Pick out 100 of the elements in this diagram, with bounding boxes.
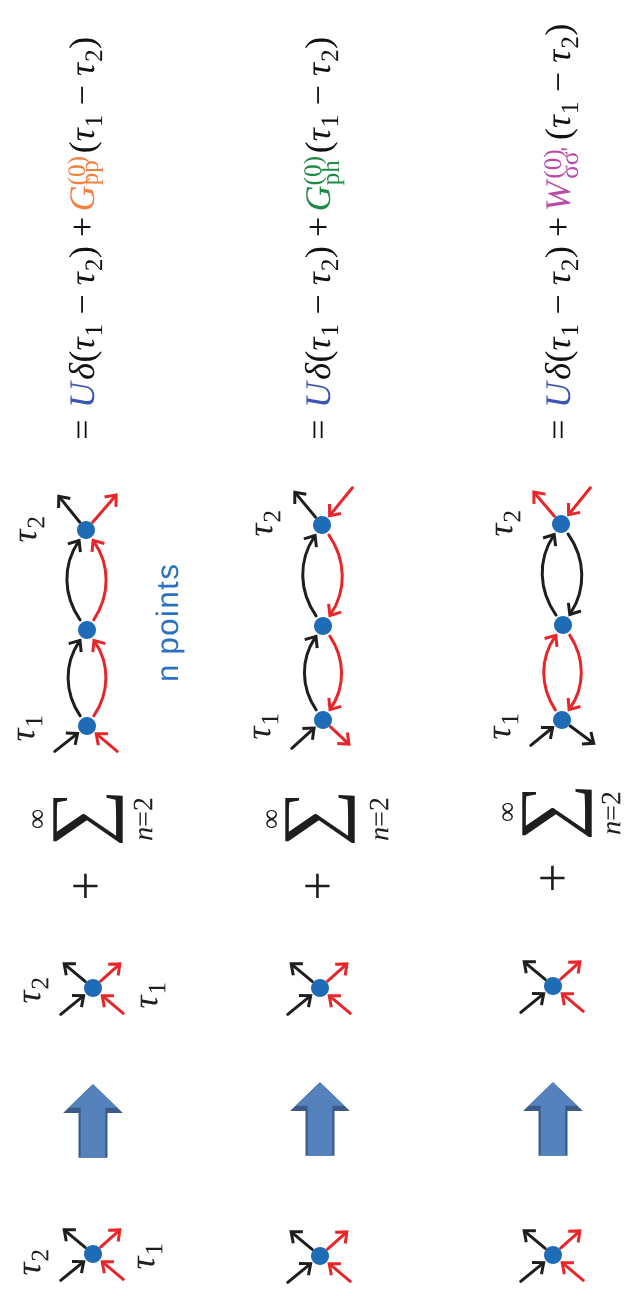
arrow [94,732,119,753]
variable-label: τ$_{1}$ [140,983,166,1008]
arrow [289,962,314,983]
variable-label: τ$_{1}$ [493,714,519,739]
arrow [62,962,87,983]
arrow [286,1262,313,1284]
sum-symbol: ∑ [53,795,123,843]
arrow [522,1229,547,1250]
plus-sign: + [540,865,565,891]
arrow [53,731,80,753]
curved-arrow [566,532,584,617]
arrow [286,994,313,1016]
arrow [99,962,122,983]
equation-term: U [306,380,331,405]
vertex-dot [552,515,570,533]
arrow [290,726,316,750]
sum-limit: n=2 [133,798,153,840]
arrow [560,1261,585,1282]
arrow [559,1229,582,1250]
equals-sign: = [553,421,563,438]
variable-label: τ$_{1}$ [137,1244,163,1269]
vertex-dot [554,616,572,634]
vertex-dot [314,711,332,729]
equation-term: G$^{(0)}$ph [303,157,345,210]
curved-arrow [327,533,344,618]
sum-symbol: ∑ [522,789,592,837]
vertex-dot [84,979,102,997]
equation-term: (τ$_{1}$ − τ$_{2}$) [545,25,579,139]
equation-term: δ(τ$_{1}$ − τ$_{2}$) + [544,218,579,379]
arrow [59,994,86,1016]
curved-arrow [65,538,82,622]
arrow [532,490,556,518]
variable-label: τ$_{1}$ [253,714,279,739]
equation-term: (τ$_{1}$ − τ$_{2}$) [69,38,103,152]
arrow [91,493,118,524]
arrow [57,494,82,524]
vertex-dot [311,979,329,997]
vertex-dot [553,711,571,729]
variable-label: τ$_{2}$ [23,978,49,1003]
curved-arrow [90,538,108,622]
arrow [568,724,596,746]
arrow [566,486,592,517]
sum-limit: n=2 [369,798,389,840]
arrow [329,725,351,746]
sum-limit: n=2 [601,792,621,834]
plus-sign: + [73,873,98,899]
vertex-dot [77,521,95,539]
sum-limit: ∞ [502,803,513,821]
equation-term: δ(τ$_{1}$ − τ$_{2}$) + [68,218,103,379]
arrow [326,1230,349,1251]
curved-arrow [540,532,558,617]
arrow [560,992,585,1013]
arrow [62,1228,87,1249]
equation-term: U [546,380,571,405]
vertex-dot [314,617,332,635]
arrow [100,994,125,1015]
sum-symbol: ∑ [285,795,355,843]
arrow [519,992,546,1014]
vertex-dot [544,1246,562,1264]
equation-term: G$^{(0)}$pp [67,157,104,210]
sum-limit: ∞ [32,810,43,828]
vertex-dot [311,1247,329,1265]
plus-sign: + [305,873,330,899]
variable-label: τ$_{1}$ [17,716,43,741]
variable-label: τ$_{2}$ [495,511,521,536]
equation-term: W$^{(0)}$σσ' [543,148,579,210]
vertex-dot [84,1245,102,1263]
sum-limit: ∞ [266,810,277,828]
equals-sign: = [313,421,323,438]
equation-term: U [70,380,95,405]
curved-arrow [542,633,559,712]
arrow [59,1260,86,1282]
curved-arrow [302,634,319,712]
arrow [100,1260,125,1281]
curved-arrow [66,638,83,718]
curved-arrow [91,638,108,718]
vertex-dot [78,621,96,639]
curved-arrow [301,533,318,618]
variable-label: τ$_{2}$ [19,517,45,542]
arrow [289,1230,314,1251]
arrow [293,490,317,519]
arrow [522,960,547,981]
curved-arrow [327,634,344,712]
variable-label: τ$_{2}$ [255,511,281,536]
arrow [519,1261,546,1283]
arrow [326,962,349,983]
curved-arrow [566,633,583,712]
arrow [529,725,555,747]
arrow [99,1228,122,1249]
equals-sign: = [77,421,87,438]
vertex-dot [313,516,331,534]
equation-term: (τ$_{1}$ − τ$_{2}$) [305,38,339,152]
variable-label: τ$_{2}$ [23,1250,49,1275]
arrow [559,960,582,981]
annotation-text: n points [155,565,185,680]
vertex-dot [544,977,562,995]
arrow [327,994,352,1015]
arrow [327,1262,352,1283]
equation-term: δ(τ$_{1}$ − τ$_{2}$) + [304,218,339,379]
arrow [328,486,354,518]
